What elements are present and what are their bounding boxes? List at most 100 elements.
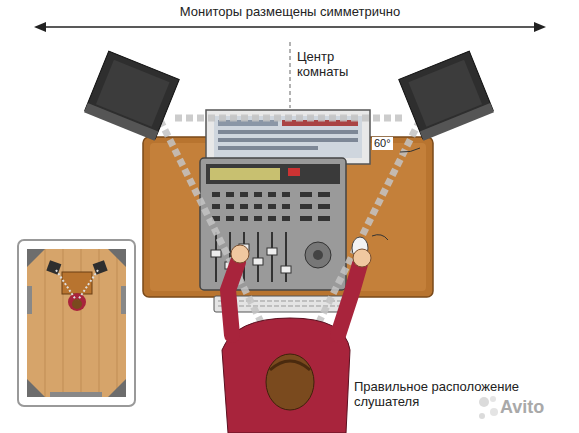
angle-label: 60° [372,137,393,150]
mixing-console-part [210,168,280,180]
mixing-console-part [212,192,220,197]
mouse-part [372,235,388,240]
room-inset-part [27,249,126,397]
width-arrow-part [534,22,546,32]
computer-screen-part [218,130,358,134]
listener-person-part [231,245,249,263]
room-inset-part [27,379,45,397]
room-inset-part [45,249,46,397]
computer-screen-part [218,146,318,150]
monitor-speaker-left-part [96,60,170,127]
mixing-console-part [240,192,248,197]
monitor-speaker-left [84,51,179,141]
watermark-logo-part [490,408,498,416]
monitor-speaker-right-part [408,60,482,127]
mixing-console-part [254,192,262,197]
mixing-console-part [240,216,248,221]
watermark-text: Avito [500,397,544,418]
room-inset-part [117,249,118,397]
desk-part [150,143,426,291]
mixing-console-part [200,158,346,290]
room-inset-part [56,270,98,300]
mixing-console-part [318,192,330,197]
room-inset-part [46,260,61,274]
desk-part [143,137,433,297]
mixing-console-part [285,232,287,282]
mixing-console-part [313,250,323,260]
mixing-console-part [212,204,220,209]
mixing-console-part [240,204,248,209]
mixing-console-part [226,204,234,209]
computer-screen-part [214,116,362,158]
mixing-console-part [226,216,234,221]
mixing-console [200,158,346,290]
mixing-console-part [318,216,330,221]
mixing-console-part [211,250,221,257]
listener-person [222,245,371,433]
listening-triangle-part [175,115,405,122]
mixing-console-part [281,266,291,273]
mixing-console-part [212,192,330,221]
watermark-logo-part [479,397,489,407]
mixing-console-part [268,204,276,209]
listener-person-part [353,249,371,267]
mixing-console-part [300,192,312,197]
mixing-console-part [267,248,277,255]
room-inset-part [108,249,126,267]
listener-person-part [338,264,360,335]
listener-person-part [228,262,238,335]
mixing-console-part [318,204,330,209]
desk [143,137,433,297]
room-inset-part [45,249,117,397]
room-inset-part [68,293,86,311]
computer-screen-part [218,138,358,142]
listener-person-part [270,361,310,370]
width-arrow-part [34,22,46,32]
watermark-logo [479,396,498,419]
mixing-console-part [268,216,276,221]
mixing-console-part [268,192,276,197]
mixing-console-part [253,258,263,265]
width-arrow [34,22,546,32]
room-center-label: Центр комнаты [297,50,375,80]
mixing-console-part [282,204,290,209]
room-inset-part [63,249,64,397]
room-inset-part [50,392,102,397]
mixing-console-part [211,244,291,273]
mixing-console-part [282,192,290,197]
heading-label: Мониторы размещены симметрично [130,5,450,20]
room-inset-part [56,270,76,300]
room-inset-part [93,260,108,274]
room-inset-part [27,286,32,314]
angle-arc-part [400,148,420,152]
room-inset-part [78,270,98,300]
room-inset [18,240,135,406]
room-inset-part [108,379,126,397]
mixing-console-part [226,192,234,197]
mixing-console-part [206,164,340,184]
room-inset-part [27,249,126,397]
mixing-console-part [288,168,300,176]
mixing-console-part [300,216,312,221]
monitor-speaker-right [399,51,494,141]
room-inset-part [121,286,126,314]
watermark-logo-part [490,396,496,402]
room-inset-part [62,272,92,294]
center-line [290,42,291,108]
center-line-part [289,42,291,108]
room-inset-part [72,299,82,309]
mixing-console-part [254,216,262,221]
angle-arc [400,148,420,152]
mixing-console-part [257,232,259,282]
mixing-console-part [271,232,273,282]
width-arrow-part [44,26,536,28]
room-inset-part [81,249,82,397]
mixing-console-part [300,204,312,209]
mixing-console-part [282,216,290,221]
watermark-logo-part [479,413,485,419]
mixing-console-part [305,242,331,268]
mixing-console-part [254,204,262,209]
listener-person-part [266,354,314,410]
